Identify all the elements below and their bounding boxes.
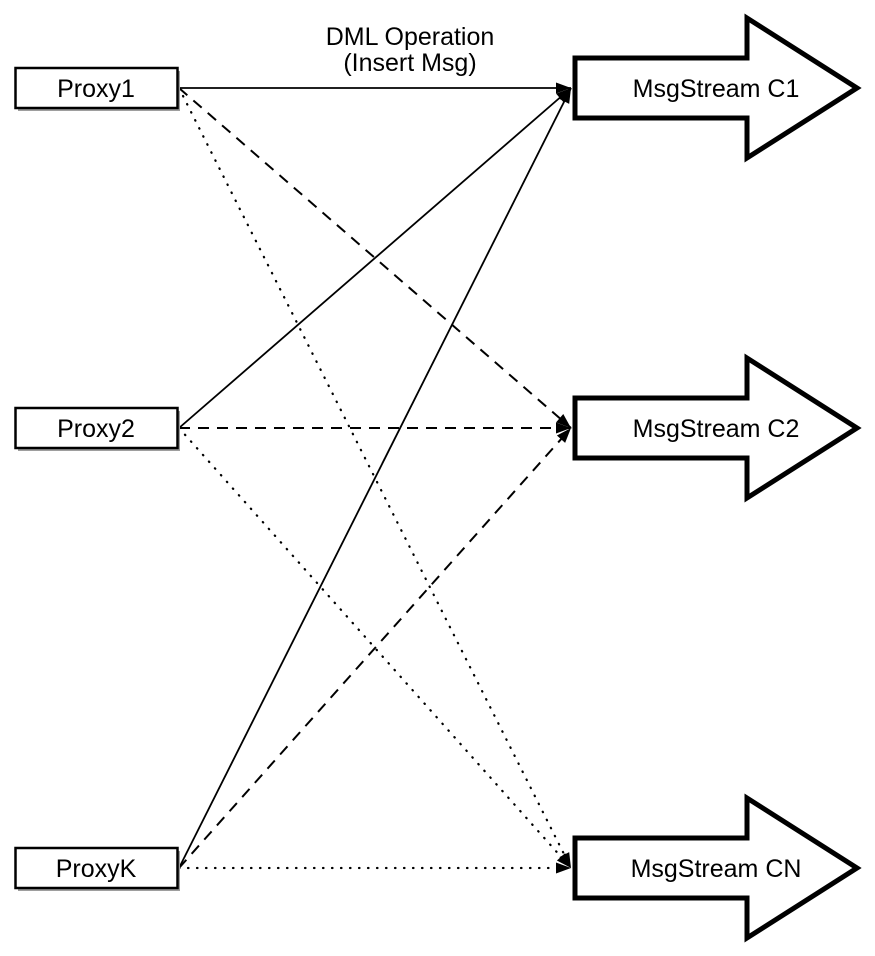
connection-line-p1-c2 <box>178 87 572 429</box>
proxy-box <box>14 66 179 110</box>
proxy-label: Proxy2 <box>57 415 135 443</box>
connection-line-pk-c2 <box>178 427 572 869</box>
proxy-node-1: Proxy1 <box>14 66 180 111</box>
connection-arrowhead-icon <box>556 428 571 443</box>
connection-line-p2-cn <box>177 426 573 870</box>
connection-arrowhead-icon <box>556 422 571 434</box>
msgstream-node-cn: MsgStream CN <box>572 793 862 943</box>
proxy-box <box>14 846 179 890</box>
proxy-node-k: ProxyK <box>14 846 180 891</box>
dml-operation-label-line1: DML Operation <box>326 23 495 51</box>
msgstream-node-c2: MsgStream C2 <box>572 353 862 503</box>
msgstream-arrow-icon <box>572 793 862 943</box>
proxy-label: ProxyK <box>56 855 137 883</box>
msgstream-label: MsgStream CN <box>631 855 802 883</box>
connection-arrowhead-icon <box>556 853 571 868</box>
dml-operation-label: DML Operation (Insert Msg) <box>326 23 495 77</box>
msgstream-arrow-icon <box>572 353 862 503</box>
connection-line-p1-cn <box>177 86 573 870</box>
msgstream-label: MsgStream C2 <box>633 415 800 443</box>
proxy-node-2: Proxy2 <box>14 406 180 451</box>
connection-arrowhead-icon <box>556 88 571 102</box>
connection-arrowhead-icon <box>556 414 571 428</box>
connections-layer <box>177 82 573 874</box>
msgstream-node-c1: MsgStream C1 <box>572 13 862 163</box>
msgstream-arrow-icon <box>572 13 862 163</box>
connection-line-pk-c1 <box>178 87 572 869</box>
proxy-label: Proxy1 <box>57 75 135 103</box>
dml-operation-label-line2: (Insert Msg) <box>343 49 476 77</box>
msgstream-label: MsgStream C1 <box>633 75 800 103</box>
connection-arrowhead-icon <box>556 82 571 94</box>
proxy-box <box>14 406 179 450</box>
connection-arrowhead-icon <box>559 88 571 104</box>
connection-line-p2-c1 <box>178 87 572 429</box>
connection-arrowhead-icon <box>556 862 571 874</box>
